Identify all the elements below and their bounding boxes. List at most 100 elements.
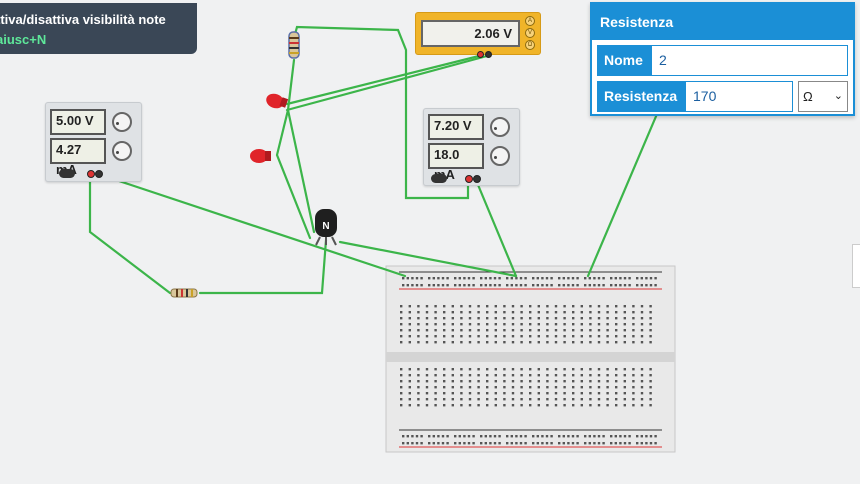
breadboard-hole[interactable] [537, 311, 540, 314]
breadboard-hole[interactable] [437, 442, 440, 445]
breadboard-hole[interactable] [406, 442, 409, 445]
breadboard-hole[interactable] [503, 386, 506, 389]
breadboard-hole[interactable] [503, 392, 506, 395]
breadboard-hole[interactable] [610, 277, 613, 280]
breadboard-hole[interactable] [554, 374, 558, 377]
breadboard-hole[interactable] [443, 404, 446, 407]
breadboard-hole[interactable] [554, 386, 558, 389]
breadboard-hole[interactable] [628, 442, 631, 445]
breadboard-hole[interactable] [524, 442, 527, 445]
breadboard-hole[interactable] [615, 305, 618, 308]
breadboard-hole[interactable] [597, 404, 601, 407]
breadboard-hole[interactable] [472, 442, 475, 445]
breadboard-hole[interactable] [632, 341, 635, 344]
breadboard-hole[interactable] [494, 404, 497, 407]
breadboard-hole[interactable] [434, 374, 437, 377]
meter-probe-negative[interactable] [485, 51, 492, 58]
breadboard-hole[interactable] [563, 305, 566, 308]
breadboard-hole[interactable] [408, 380, 411, 383]
breadboard-hole[interactable] [417, 368, 420, 371]
breadboard-hole[interactable] [597, 392, 601, 395]
breadboard-hole[interactable] [415, 442, 419, 445]
breadboard-hole[interactable] [425, 311, 429, 314]
breadboard-hole[interactable] [498, 442, 501, 445]
breadboard-hole[interactable] [610, 442, 613, 445]
breadboard-hole[interactable] [649, 317, 652, 320]
breadboard-hole[interactable] [477, 368, 480, 371]
breadboard-hole[interactable] [520, 335, 523, 338]
voltage-knob[interactable] [112, 112, 132, 132]
breadboard-hole[interactable] [572, 386, 575, 389]
breadboard-hole[interactable] [550, 442, 553, 445]
breadboard-hole[interactable] [468, 311, 472, 314]
breadboard-hole[interactable] [519, 442, 523, 445]
breadboard-hole[interactable] [529, 380, 532, 383]
resistor-horizontal[interactable] [170, 288, 198, 298]
breadboard-hole[interactable] [408, 341, 411, 344]
breadboard-hole[interactable] [563, 404, 566, 407]
breadboard-hole[interactable] [425, 341, 429, 344]
breadboard-hole[interactable] [486, 398, 489, 401]
breadboard-hole[interactable] [649, 404, 652, 407]
breadboard-hole[interactable] [623, 368, 626, 371]
breadboard-hole[interactable] [580, 317, 583, 320]
breadboard-hole[interactable] [503, 341, 506, 344]
breadboard-hole[interactable] [572, 323, 575, 326]
breadboard-hole[interactable] [572, 380, 575, 383]
breadboard-hole[interactable] [486, 335, 489, 338]
breadboard-hole[interactable] [415, 284, 419, 287]
breadboard-hole[interactable] [541, 284, 544, 287]
breadboard-hole[interactable] [640, 404, 644, 407]
breadboard-hole[interactable] [511, 386, 515, 389]
breadboard-hole[interactable] [400, 380, 403, 383]
breadboard-hole[interactable] [572, 329, 575, 332]
breadboard-hole[interactable] [400, 386, 403, 389]
breadboard-hole[interactable] [606, 329, 609, 332]
breadboard-hole[interactable] [588, 442, 591, 445]
negative-terminal[interactable] [473, 175, 481, 183]
breadboard-hole[interactable] [434, 341, 437, 344]
breadboard-hole[interactable] [434, 404, 437, 407]
breadboard-hole[interactable] [589, 398, 592, 401]
breadboard-hole[interactable] [645, 442, 648, 445]
breadboard-hole[interactable] [472, 284, 475, 287]
breadboard-hole[interactable] [558, 277, 561, 280]
breadboard-hole[interactable] [472, 435, 475, 438]
breadboard-hole[interactable] [503, 374, 506, 377]
multimeter[interactable]: 2.06 V A V Ω [415, 12, 541, 58]
breadboard-hole[interactable] [529, 368, 532, 371]
breadboard-hole[interactable] [494, 380, 497, 383]
positive-terminal[interactable] [87, 170, 95, 178]
breadboard-hole[interactable] [640, 311, 644, 314]
breadboard-hole[interactable] [602, 284, 605, 287]
breadboard-hole[interactable] [649, 380, 652, 383]
breadboard-hole[interactable] [529, 323, 532, 326]
breadboard-hole[interactable] [524, 435, 527, 438]
breadboard-hole[interactable] [408, 368, 411, 371]
breadboard-hole[interactable] [572, 335, 575, 338]
breadboard-hole[interactable] [432, 435, 435, 438]
breadboard-hole[interactable] [468, 398, 472, 401]
breadboard-hole[interactable] [572, 404, 575, 407]
breadboard-hole[interactable] [589, 305, 592, 308]
breadboard-hole[interactable] [593, 284, 596, 287]
breadboard-hole[interactable] [563, 386, 566, 389]
breadboard-hole[interactable] [623, 284, 627, 287]
breadboard-hole[interactable] [408, 386, 411, 389]
breadboard-hole[interactable] [486, 380, 489, 383]
breadboard-hole[interactable] [411, 277, 414, 280]
breadboard-hole[interactable] [580, 329, 583, 332]
breadboard-hole[interactable] [460, 311, 463, 314]
breadboard-hole[interactable] [537, 317, 540, 320]
breadboard-hole[interactable] [632, 404, 635, 407]
breadboard-hole[interactable] [417, 311, 420, 314]
breadboard-hole[interactable] [503, 317, 506, 320]
breadboard-hole[interactable] [589, 341, 592, 344]
current-knob[interactable] [490, 146, 510, 166]
breadboard-hole[interactable] [451, 335, 454, 338]
breadboard-hole[interactable] [511, 323, 515, 326]
breadboard-hole[interactable] [654, 442, 657, 445]
breadboard-hole[interactable] [511, 392, 515, 395]
breadboard-hole[interactable] [536, 284, 539, 287]
breadboard-hole[interactable] [515, 442, 518, 445]
